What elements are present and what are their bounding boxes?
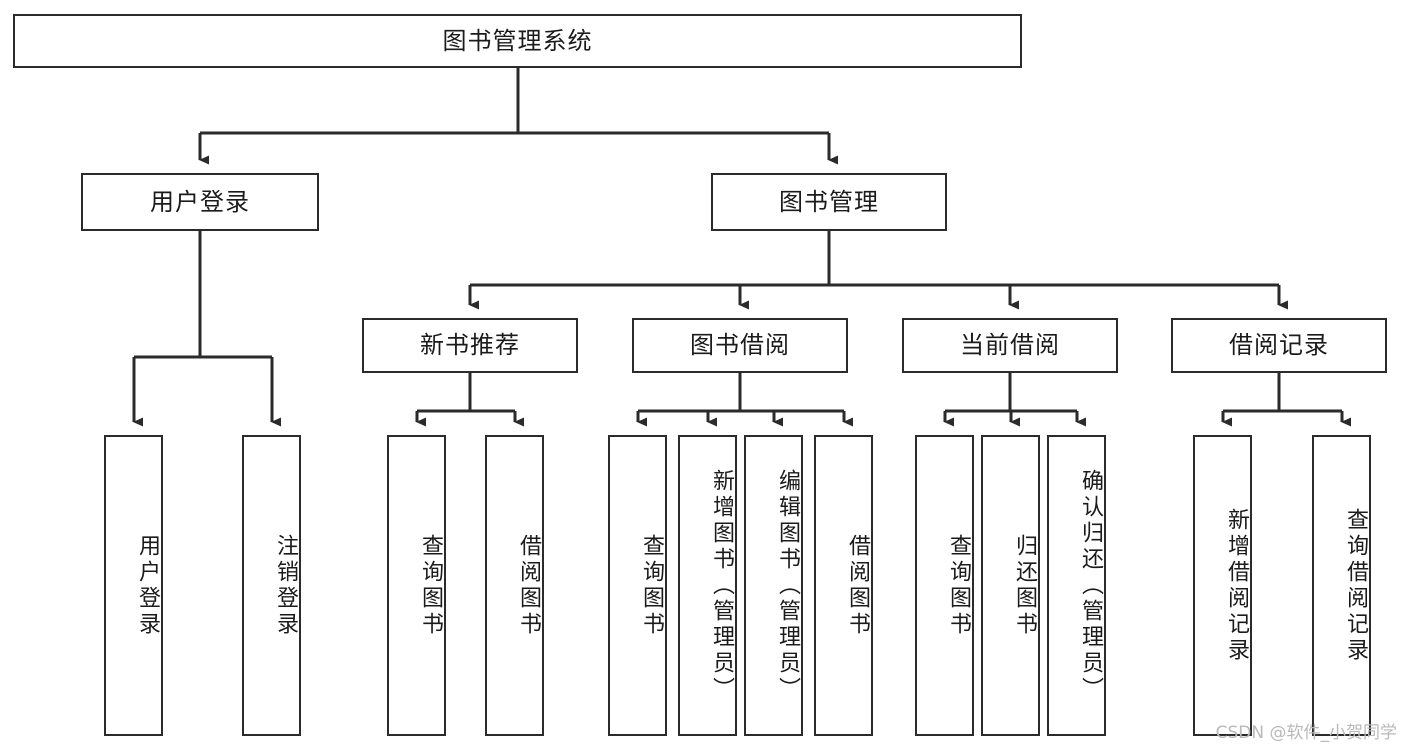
- node-leaf-query-record[interactable]: 查询借阅记录: [1312, 435, 1371, 736]
- node-label: 图书管理: [779, 187, 879, 216]
- node-label: 查询图书: [418, 533, 443, 638]
- node-label: 查询图书: [946, 533, 971, 638]
- node-user-login[interactable]: 用户登录: [81, 173, 319, 231]
- node-label: 图书管理系统: [442, 26, 593, 55]
- node-leaf-borrow-book-1[interactable]: 借阅图书: [485, 435, 544, 736]
- node-leaf-borrow-book-2[interactable]: 借阅图书: [814, 435, 873, 736]
- node-leaf-confirm-return[interactable]: 确认归还（管理员）: [1047, 435, 1106, 736]
- node-label: 用户登录: [135, 533, 160, 638]
- node-book-borrow[interactable]: 图书借阅: [632, 318, 848, 373]
- node-label: 查询借阅记录: [1343, 507, 1368, 664]
- node-leaf-query-book-1[interactable]: 查询图书: [387, 435, 446, 736]
- node-label: 编辑图书（管理员）: [775, 468, 800, 703]
- node-label: 新增图书（管理员）: [709, 468, 734, 703]
- node-label: 借阅记录: [1229, 331, 1329, 360]
- node-label: 当前借阅: [960, 331, 1060, 360]
- node-borrow-record[interactable]: 借阅记录: [1171, 318, 1387, 373]
- node-label: 借阅图书: [845, 533, 870, 638]
- node-leaf-query-book-3[interactable]: 查询图书: [915, 435, 974, 736]
- node-leaf-query-book-2[interactable]: 查询图书: [608, 435, 667, 736]
- node-label: 新增借阅记录: [1224, 507, 1249, 664]
- node-label: 归还图书: [1012, 533, 1037, 638]
- node-leaf-add-record[interactable]: 新增借阅记录: [1193, 435, 1252, 736]
- node-leaf-add-book[interactable]: 新增图书（管理员）: [678, 435, 737, 736]
- node-label: 查询图书: [639, 533, 664, 638]
- node-label: 借阅图书: [516, 533, 541, 638]
- node-book-manage[interactable]: 图书管理: [711, 173, 947, 231]
- node-leaf-edit-book[interactable]: 编辑图书（管理员）: [744, 435, 803, 736]
- node-label: 用户登录: [150, 187, 250, 216]
- node-leaf-user-logout[interactable]: 注销登录: [242, 435, 301, 736]
- node-label: 图书借阅: [690, 331, 790, 360]
- watermark-text: CSDN @软件_小贺同学: [1215, 723, 1397, 743]
- node-label: 确认归还（管理员）: [1078, 468, 1103, 703]
- node-label: 新书推荐: [420, 331, 520, 360]
- node-label: 注销登录: [273, 533, 298, 638]
- node-leaf-user-login[interactable]: 用户登录: [104, 435, 163, 736]
- node-current-borrow[interactable]: 当前借阅: [902, 318, 1118, 373]
- node-root[interactable]: 图书管理系统: [13, 14, 1022, 68]
- node-leaf-return-book[interactable]: 归还图书: [981, 435, 1040, 736]
- node-new-book-rec[interactable]: 新书推荐: [362, 318, 578, 373]
